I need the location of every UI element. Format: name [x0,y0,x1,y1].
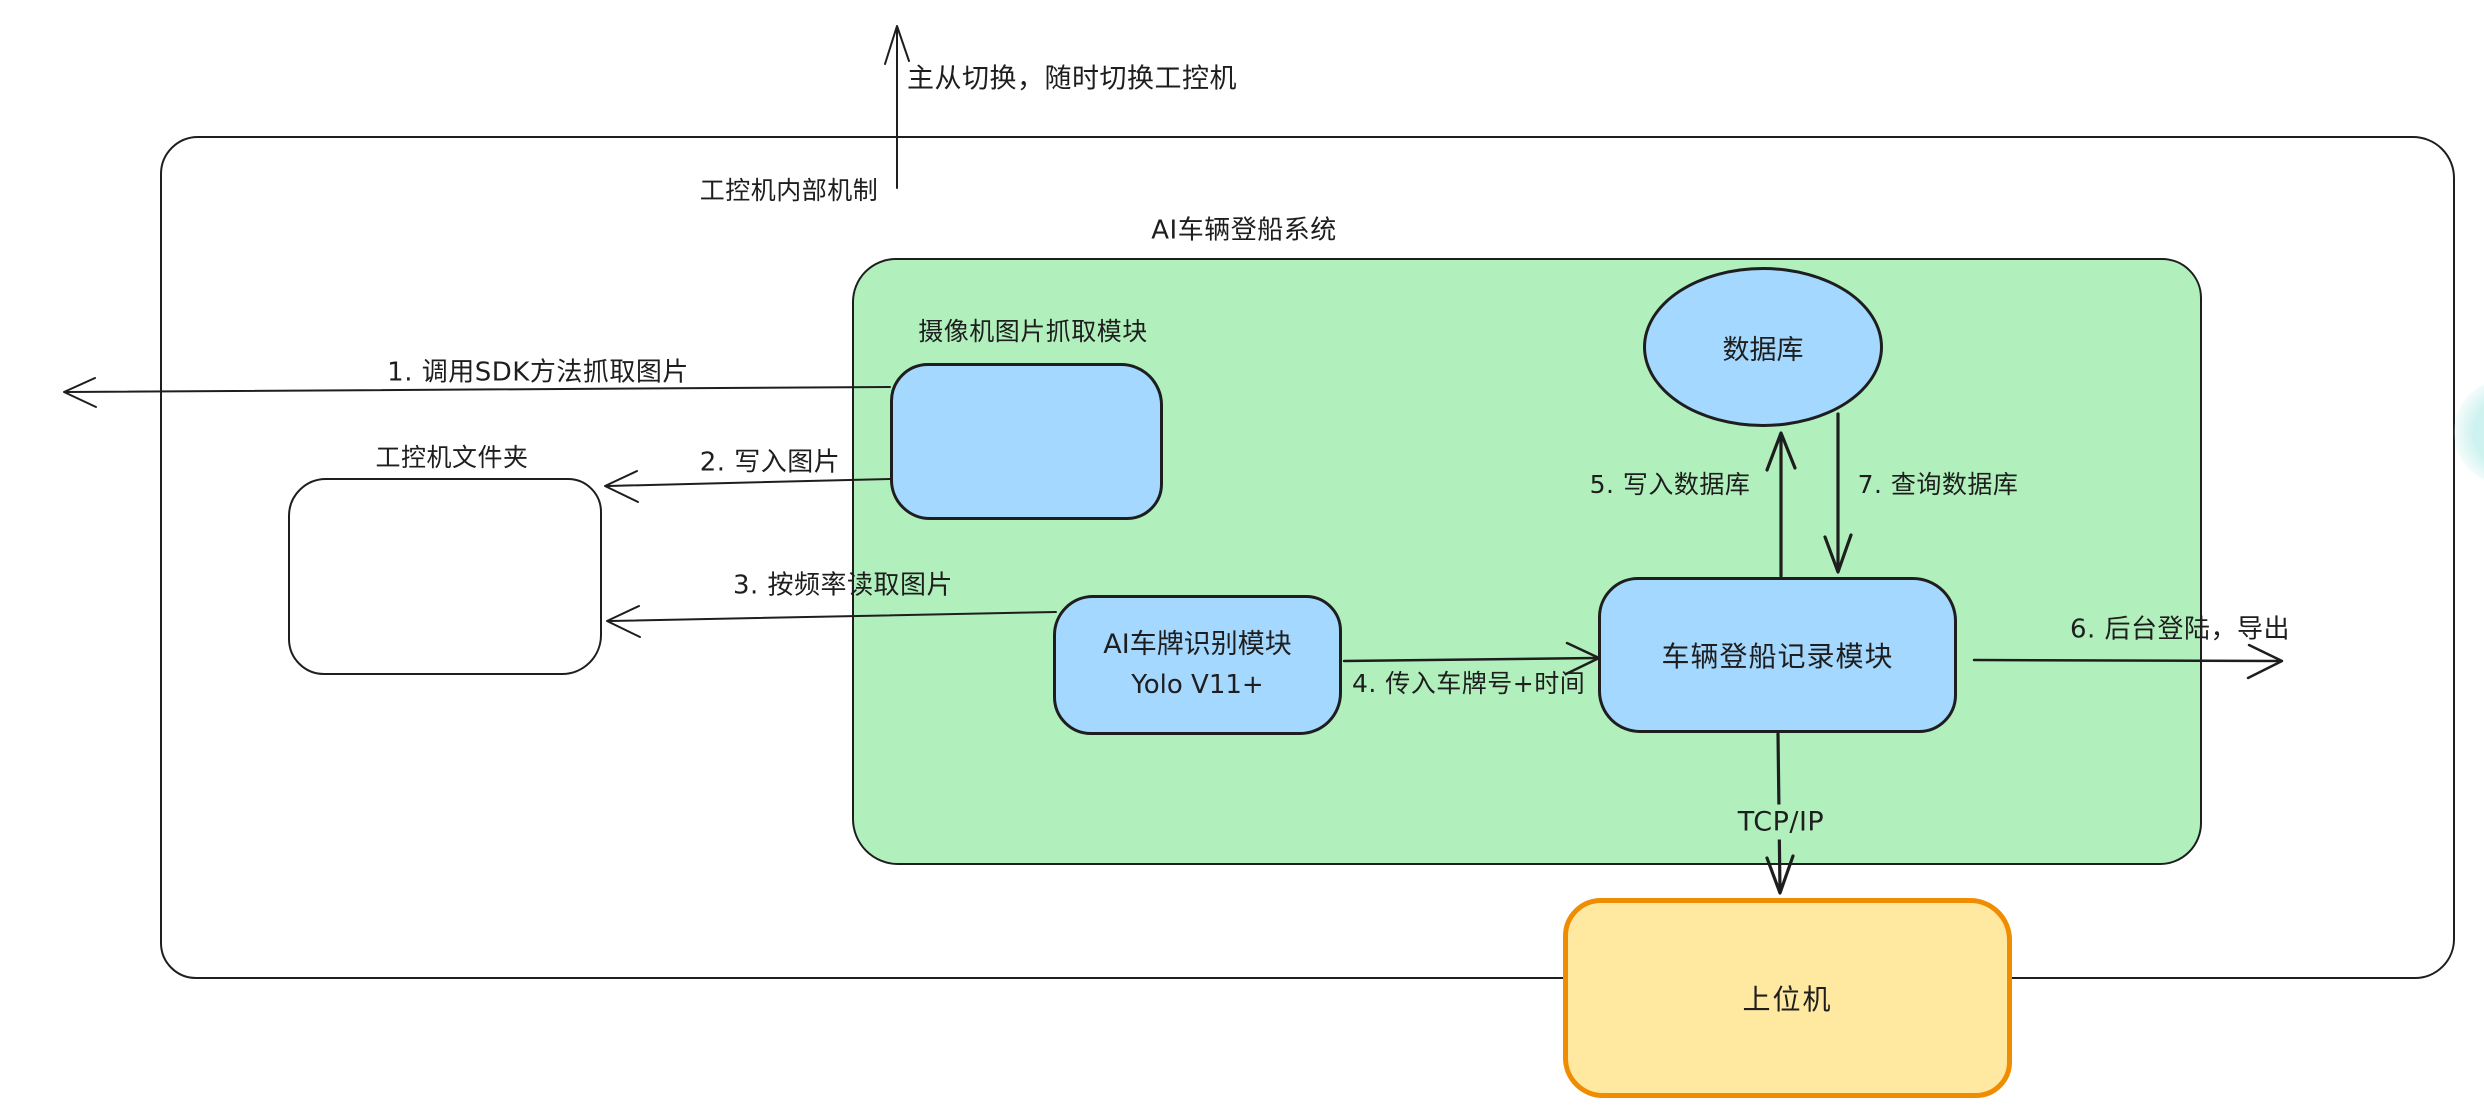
arrow-3-read-image[interactable] [607,606,1056,637]
arrow-5-write-db[interactable] [1767,433,1795,576]
edge-5-label: 5. 写入数据库 [1589,470,1751,499]
ai-module-title-line1: AI车牌识别模块 [1103,629,1292,661]
master-switch-label: 主从切换，随时切换工控机 [907,63,1237,95]
edge-1-label: 1. 调用SDK方法抓取图片 [387,357,689,388]
edge-tcpip-label: TCP/IP [1727,804,1835,840]
pc-folder-box[interactable] [288,478,602,675]
outer-box-title: 工控机内部机制 [699,176,879,205]
arrow-1-sdk-capture[interactable] [64,378,890,407]
ai-module-title-line2: Yolo V11+ [1131,669,1264,700]
ai-plate-recognition-module-box[interactable]: AI车牌识别模块 Yolo V11+ [1053,595,1342,735]
master-switch-arrow[interactable] [885,26,909,188]
host-computer-box[interactable]: 上位机 [1563,898,2012,1098]
host-title: 上位机 [1742,983,1833,1016]
system-title: AI车辆登船系统 [1151,215,1337,246]
ai-boarding-system-box[interactable] [852,258,2202,865]
database-title: 数据库 [1722,334,1804,366]
arrow-7-query-db[interactable] [1825,414,1851,572]
edge-4-label: 4. 传入车牌号+时间 [1352,669,1586,698]
edge-3-label: 3. 按频率读取图片 [732,570,954,601]
arrow-6-backend-export[interactable] [1974,645,2282,678]
industrial-pc-outer-box[interactable] [160,136,2455,979]
edge-7-label: 7. 查询数据库 [1857,470,2019,499]
edge-6-label: 6. 后台登陆，导出 [2069,614,2291,645]
record-module-title: 车辆登船记录模块 [1661,640,1894,673]
folder-title: 工控机文件夹 [375,443,529,472]
edge-2-label: 2. 写入图片 [699,447,841,478]
database-ellipse[interactable]: 数据库 [1643,267,1883,427]
boarding-record-module-box[interactable]: 车辆登船记录模块 [1598,577,1957,733]
camera-capture-module-box[interactable] [890,363,1163,520]
arrow-4-pass-plate[interactable] [1344,643,1599,674]
camera-module-title: 摄像机图片抓取模块 [918,317,1148,346]
arrow-2-write-image[interactable] [605,471,890,502]
